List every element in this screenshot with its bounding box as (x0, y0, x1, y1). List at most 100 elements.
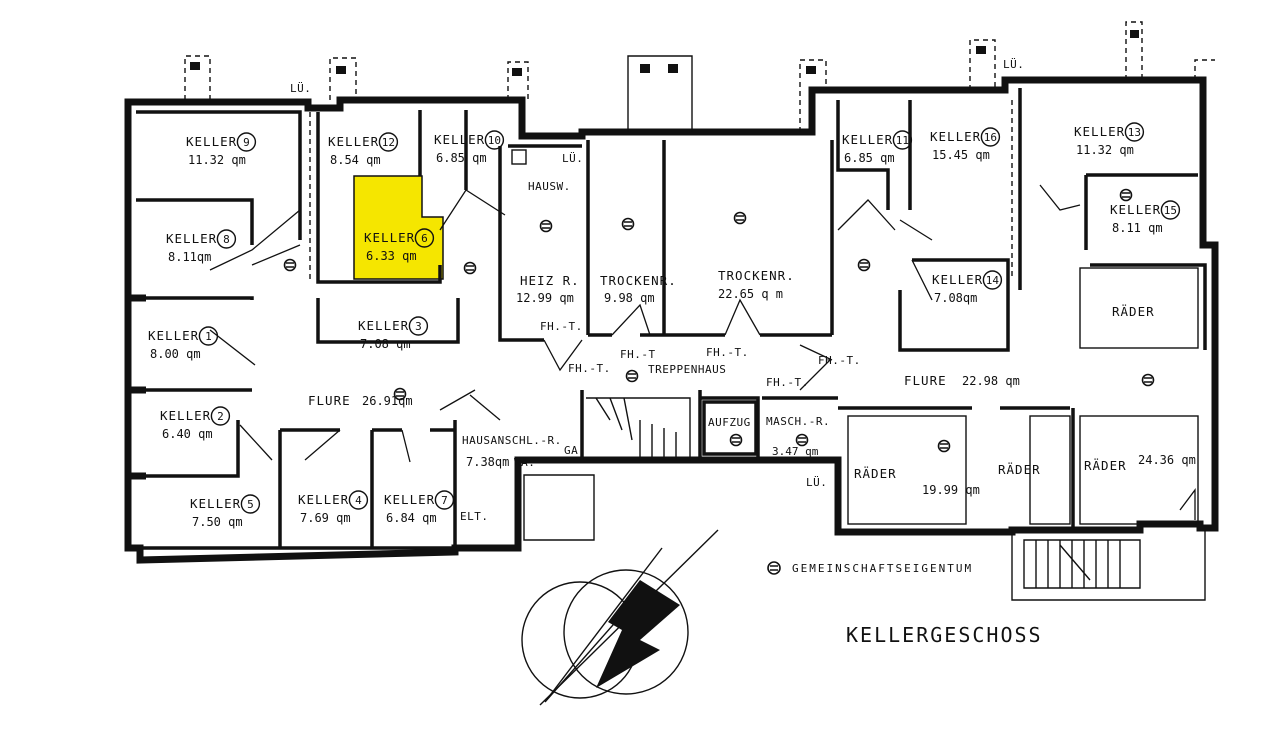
label-wa: WA. (514, 456, 535, 469)
lue-mark-1: LÜ. (562, 152, 583, 165)
label-aufzug: AUFZUG (708, 416, 751, 429)
keller-11-area: 6.85 qm (844, 151, 895, 165)
keller-2-area: 6.40 qm (162, 427, 213, 441)
keller-7-label: KELLER (384, 492, 435, 507)
keller-12-number: 12 (382, 136, 395, 149)
keller-13-number: 13 (1128, 126, 1141, 139)
keller-9-label: KELLER (186, 134, 237, 149)
community-marker-icon (625, 369, 639, 383)
community-marker-icon (733, 211, 747, 225)
keller-13-label: KELLER (1074, 124, 1125, 139)
keller-5-number-circle (240, 494, 261, 514)
keller-2-number: 2 (217, 410, 224, 423)
community-marker-icon (857, 258, 871, 272)
keller-1-number: 1 (205, 330, 212, 343)
community-marker-icon (283, 258, 297, 272)
keller-14-number: 14 (986, 274, 1000, 287)
label-flure-left: FLURE (308, 393, 351, 408)
keller-9-number-circle (236, 132, 257, 152)
keller-12-area: 8.54 qm (330, 153, 381, 167)
community-markers (283, 188, 1155, 453)
keller-15-number: 15 (1164, 204, 1177, 217)
fht-mark-5: FH.-T. (818, 354, 861, 367)
keller-13-number-circle (1124, 122, 1145, 142)
label-raeder-3: RÄDER (1084, 458, 1127, 473)
keller-12-label: KELLER (328, 134, 379, 149)
area-flure-right: 22.98 qm (962, 374, 1020, 388)
label-hausanschl: HAUSANSCHL.-R. (462, 434, 562, 447)
keller-3-area: 7.08 qm (360, 337, 411, 351)
keller-3-label: KELLER (358, 318, 409, 333)
area-trocken-2: 22.65 q m (718, 287, 783, 301)
fht-mark-6: FH.-T. (766, 376, 809, 389)
keller-10-number: 10 (488, 134, 501, 147)
keller-10-number-circle (484, 130, 505, 150)
keller-1-label: KELLER (148, 328, 199, 343)
keller-15-number-circle (1160, 200, 1181, 220)
keller-14-area: 7.08qm (934, 291, 977, 305)
north-arrow-icon (521, 529, 719, 706)
community-marker-icon (729, 433, 743, 447)
keller-7-area: 6.84 qm (386, 511, 437, 525)
keller-8-number: 8 (223, 233, 230, 246)
keller-15-area: 8.11 qm (1112, 221, 1163, 235)
fht-mark-3: FH.-T (620, 348, 656, 361)
drawing-title: KELLERGESCHOSS (846, 623, 1043, 647)
keller-2-number-circle (210, 406, 231, 426)
hausw-icon (511, 149, 527, 165)
keller-7-number: 7 (441, 494, 448, 507)
keller-16-number-circle (980, 127, 1001, 147)
keller-1-area: 8.00 qm (150, 347, 201, 361)
label-elt: ELT. (460, 510, 489, 523)
label-raeder-2: RÄDER (998, 462, 1041, 477)
area-heizr: 12.99 qm (516, 291, 574, 305)
area-raeder-1: 19.99 qm (922, 483, 980, 497)
keller-4-label: KELLER (298, 492, 349, 507)
keller-14-number-circle (982, 270, 1003, 290)
keller-10-area: 6.85 qm (436, 151, 487, 165)
area-hausanschl: 7.38qm (466, 455, 509, 469)
keller-11-label: KELLER (842, 132, 893, 147)
label-flure-right: FLURE (904, 373, 947, 388)
keller-7-number-circle (434, 490, 455, 510)
lue-mark-4: LÜ. (806, 476, 827, 489)
keller-9-number: 9 (243, 136, 250, 149)
keller-16-number: 16 (984, 131, 997, 144)
keller-6-number-circle (414, 228, 435, 248)
label-ga: GA (564, 444, 578, 457)
keller-13-area: 11.32 qm (1076, 143, 1134, 157)
keller-5-label: KELLER (190, 496, 241, 511)
keller-6-label: KELLER (364, 230, 415, 245)
fht-mark-4: FH.-T. (706, 346, 749, 359)
keller-3-number-circle (408, 316, 429, 336)
community-marker-icon (393, 387, 407, 401)
legend: GEMEINSCHAFTSEIGENTUM (767, 561, 973, 575)
keller-14-label: KELLER (932, 272, 983, 287)
label-treppenhaus: TREPPENHAUS (648, 363, 726, 376)
label-hausw: HAUSW. (528, 180, 571, 193)
outer-walls (124, 76, 1219, 564)
label-masch: MASCH.-R. (766, 415, 830, 428)
detail-lines (309, 100, 1206, 601)
keller-5-number: 5 (247, 498, 254, 511)
community-marker-icon (621, 217, 635, 231)
label-raeder-1: RÄDER (854, 466, 897, 481)
keller-11-number-circle (892, 130, 913, 150)
keller-10-label: KELLER (434, 132, 485, 147)
keller-2-label: KELLER (160, 408, 211, 423)
keller-4-number-circle (348, 490, 369, 510)
keller-6-highlight[interactable] (353, 175, 444, 280)
community-marker-icon (463, 261, 477, 275)
legend-text: GEMEINSCHAFTSEIGENTUM (792, 562, 973, 575)
community-marker-icon (937, 439, 951, 453)
community-marker-icon (1119, 188, 1133, 202)
fixed-room-labels: HAUSW. LÜ. HEIZ R. 12.99 qm TROCKENR. 9.… (290, 58, 1196, 523)
label-raeder-top: RÄDER (1112, 304, 1155, 319)
community-marker-icon (1141, 373, 1155, 387)
keller-4-area: 7.69 qm (300, 511, 351, 525)
keller-12-number-circle (378, 132, 399, 152)
keller-16-area: 15.45 qm (932, 148, 990, 162)
keller-15-label: KELLER (1110, 202, 1161, 217)
community-marker-icon (539, 219, 553, 233)
